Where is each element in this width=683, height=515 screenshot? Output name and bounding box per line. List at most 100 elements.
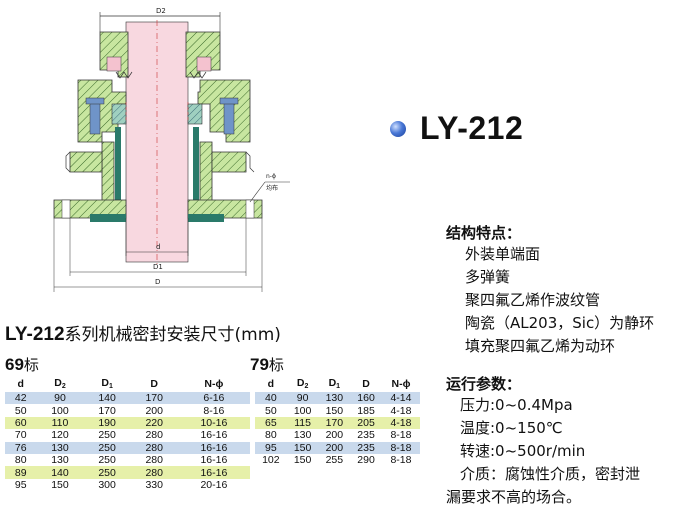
table-cell: 6-16: [177, 392, 250, 405]
table-cell: 255: [318, 453, 351, 467]
table-cell: 170: [318, 416, 351, 430]
feature-item: 外装单端面: [465, 245, 541, 263]
std69-suffix: 标: [23, 356, 39, 374]
table-cell: 8-18: [381, 453, 420, 467]
product-heading: LY-212: [390, 110, 523, 147]
table-cell: 8-18: [381, 441, 420, 454]
table-cell: 150: [286, 453, 319, 467]
table-cell: 16-16: [177, 453, 250, 467]
std69-label: 69标: [5, 354, 39, 375]
std79-num: 79: [250, 355, 269, 374]
std69-num: 69: [5, 355, 24, 374]
table-cell: 100: [36, 404, 84, 417]
table-cell: 130: [36, 441, 84, 454]
table-cell: 280: [130, 441, 178, 454]
col-d: d: [17, 377, 24, 390]
col-d: d: [267, 377, 275, 390]
table-cell: 4-18: [381, 404, 420, 417]
table-cell: 205: [350, 416, 382, 430]
table-cell: 115: [286, 416, 319, 430]
table-cell: 95: [5, 478, 37, 492]
param-item: 转速:0~500r/min: [460, 442, 586, 460]
table-cell: 40: [255, 392, 287, 405]
table-cell: 70: [5, 429, 37, 442]
params-section: 运行参数： 压力:0~0.4Mpa 温度:0~150℃ 转速:0~500r/mi…: [446, 373, 640, 509]
table-cell: 80: [255, 429, 287, 442]
feature-item: 填充聚四氟乙烯为动环: [465, 337, 616, 355]
table-cell: 200: [318, 429, 351, 442]
table-cell: 150: [286, 441, 319, 454]
dim-n-phi-label: n-ϕ: [266, 173, 276, 180]
table-cell: 8-18: [381, 429, 420, 442]
table-cell: 220: [130, 416, 178, 430]
table-cell: 100: [286, 404, 319, 417]
table-cell: 290: [350, 453, 382, 467]
table-cell: 300: [83, 478, 131, 492]
table-cell: 130: [318, 392, 351, 405]
params-title: 运行参数：: [446, 375, 522, 393]
table-title: LY-212系列机械密封安装尺寸(mm): [5, 320, 281, 346]
table-cell: 4-18: [381, 416, 420, 430]
col-d2: D2: [54, 377, 66, 390]
col-big-d: D: [150, 377, 159, 390]
table-cell: 50: [255, 404, 287, 417]
table-cell: 89: [5, 466, 37, 479]
table-cell: 200: [130, 404, 178, 417]
table-cell: 16-16: [177, 429, 250, 442]
table-cell: 4-14: [381, 392, 420, 405]
table-cell: 140: [83, 392, 131, 405]
dim-d-label: d: [156, 243, 160, 251]
table-cell: 130: [286, 429, 319, 442]
col-big-d: D: [362, 377, 370, 390]
col-d1: D1: [101, 377, 113, 390]
table-cell: 130: [36, 453, 84, 467]
table-cell: 90: [36, 392, 84, 405]
std79-suffix: 标: [268, 356, 284, 374]
table-cell: 60: [5, 416, 37, 430]
table-cell: 110: [36, 416, 84, 430]
table-cell: 102: [255, 453, 287, 467]
table-cell: 250: [83, 429, 131, 442]
table-header-row: d D2 D1 D N-ϕ: [255, 375, 420, 392]
bullet-icon: [390, 120, 406, 137]
dim-d2-label: D2: [156, 7, 166, 15]
std79-label: 79标: [250, 354, 284, 375]
col-n-phi: N-ϕ: [204, 377, 224, 390]
table-cell: 280: [130, 429, 178, 442]
table-cell: 20-16: [177, 478, 250, 492]
table-cell: 10-16: [177, 416, 250, 430]
table-cell: 90: [286, 392, 319, 405]
table-cell: 170: [130, 392, 178, 405]
table-cell: 16-16: [177, 466, 250, 479]
table-cell: 185: [350, 404, 382, 417]
table-cell: 200: [318, 441, 351, 454]
dim-d1-label: D1: [153, 263, 163, 271]
col-d1: D1: [328, 377, 341, 390]
features-section: 结构特点： 外装单端面 多弹簧 聚四氟乙烯作波纹管 陶瓷（AL203，Sic）为…: [446, 222, 654, 358]
table-cell: 250: [83, 453, 131, 467]
table-title-text: 系列机械密封安装尺寸(mm): [64, 325, 281, 345]
dim-uniform-label: 均布: [266, 184, 278, 192]
table-cell: 42: [5, 392, 37, 405]
table-header-row: d D2 D1 D N-ϕ: [5, 375, 250, 392]
param-item: 漏要求不高的场合。: [446, 488, 582, 506]
table-cell: 250: [83, 466, 131, 479]
table-cell: 330: [130, 478, 178, 492]
feature-item: 聚四氟乙烯作波纹管: [465, 291, 601, 309]
table-cell: 160: [350, 392, 382, 405]
feature-item: 多弹簧: [465, 268, 511, 286]
